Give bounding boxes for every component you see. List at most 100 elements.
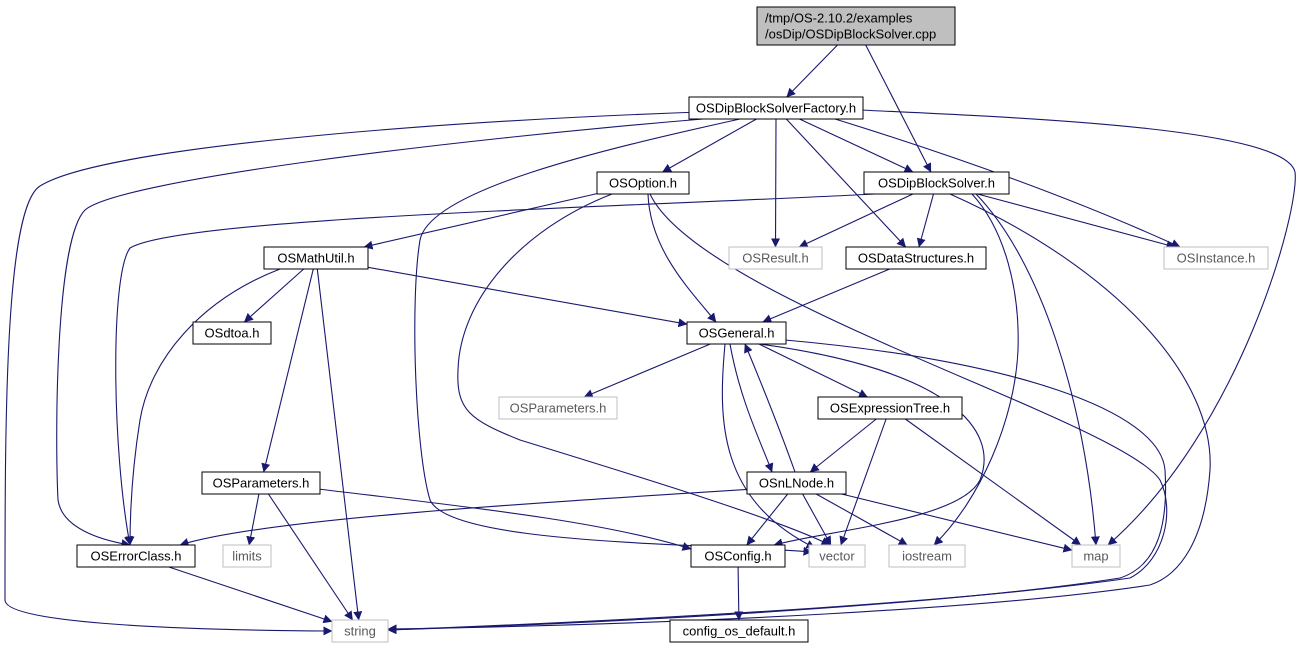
node-label: map (1083, 549, 1108, 564)
edge-general-to-config (759, 343, 985, 548)
node-label: OSInstance.h (1177, 251, 1256, 266)
edge-group (977, 193, 1176, 250)
node-option[interactable]: OSOption.h (596, 171, 690, 195)
edge-factory-to-dbsolver (799, 118, 914, 173)
node-exprtree[interactable]: OSExpressionTree.h (817, 396, 963, 420)
edge-exprtree-to-vector (839, 418, 887, 546)
edge-nlnode-to-vector (802, 493, 832, 546)
edge-params-to-limits (246, 493, 260, 546)
node-sdtoa[interactable]: OSdtoa.h (192, 321, 272, 345)
edge-group (179, 487, 771, 547)
edge-general-to-vector (721, 343, 816, 549)
edge-group (387, 193, 1211, 634)
edge-datastruct-to-general (762, 268, 890, 323)
node-label: OSResult.h (742, 251, 808, 266)
edge-group (759, 343, 985, 548)
node-label: config_os_default.h (683, 624, 796, 639)
edge-group (125, 268, 281, 546)
node-vector: vector (808, 544, 866, 568)
node-label: OSParameters.h (213, 476, 310, 491)
node-params[interactable]: OSParameters.h (201, 471, 321, 495)
node-label: OSdtoa.h (205, 326, 260, 341)
edge-group (771, 118, 781, 248)
node-label: OSDipBlockSolver.h (878, 176, 995, 191)
node-mathutil[interactable]: OSMathUtil.h (263, 246, 369, 270)
edge-root-to-factory (786, 44, 838, 98)
node-nlnode[interactable]: OSnLNode.h (746, 471, 847, 495)
edge-general-to-string (387, 339, 1167, 635)
edge-general-to-nlnode (729, 343, 774, 473)
node-factory[interactable]: OSDipBlockSolverFactory.h (688, 96, 864, 120)
edge-dbsolver-to-result (798, 193, 914, 248)
node-iostream: iostream (888, 544, 966, 568)
edge-group (56, 118, 704, 549)
edge-group (758, 343, 868, 398)
edge-option-to-vector (457, 193, 831, 546)
edge-group (647, 193, 717, 323)
edge-group (246, 493, 260, 546)
edge-group (859, 109, 1296, 546)
edge-group (261, 268, 314, 473)
edge-group (809, 418, 877, 473)
edge-factory-to-result (771, 118, 781, 248)
node-label: OSParameters.h (510, 401, 607, 416)
edge-general-to-exprtree (758, 343, 868, 398)
node-label: OSMathUtil.h (277, 251, 354, 266)
node-box (76, 544, 196, 568)
node-label: string (344, 624, 376, 639)
node-box (746, 471, 847, 495)
edge-factory-to-errorclass (56, 118, 704, 549)
edge-dbsolver-to-iostream (933, 193, 1019, 546)
edge-group (168, 566, 333, 624)
edge-group (243, 268, 305, 323)
node-errorclass[interactable]: OSErrorClass.h (76, 544, 196, 568)
node-datastruct[interactable]: OSDataStructures.h (845, 246, 987, 270)
edge-group (387, 339, 1167, 635)
node-box (888, 544, 966, 568)
edge-group (729, 343, 774, 473)
edge-group (662, 118, 757, 173)
node-box (1071, 544, 1121, 568)
node-box (263, 246, 369, 270)
node-config[interactable]: OSConfig.h (690, 544, 786, 568)
edge-general-to-params_ext (583, 343, 711, 398)
edge-config-to-configdefault (734, 566, 744, 621)
node-box (817, 396, 963, 420)
edge-dbsolver-to-datastruct (916, 193, 935, 248)
node-box (808, 544, 866, 568)
node-label: OSExpressionTree.h (830, 401, 950, 416)
edge-group (583, 343, 711, 398)
node-box (690, 544, 786, 568)
edge-params-to-string (267, 493, 354, 621)
edge-option-to-mathutil (363, 193, 598, 250)
edge-errorclass-to-string (168, 566, 333, 624)
edge-group (316, 268, 363, 621)
edge-group (916, 193, 935, 248)
node-map: map (1071, 544, 1121, 568)
edge-dbsolver-to-map (975, 193, 1100, 546)
node-configdefault[interactable]: config_os_default.h (669, 619, 809, 643)
edge-group (865, 44, 932, 173)
node-result: OSResult.h (728, 246, 823, 270)
edge-group (4, 111, 701, 636)
edge-nlnode-to-general (744, 343, 796, 473)
node-label: iostream (902, 549, 952, 564)
node-box (728, 246, 823, 270)
node-box (688, 96, 864, 120)
edge-group (744, 343, 796, 473)
node-box (1163, 246, 1269, 270)
edge-root-to-dbsolver (865, 44, 932, 173)
edge-group (457, 193, 831, 546)
node-root[interactable]: /tmp/OS-2.10.2/examples/osDip/OSDipBlock… (756, 6, 956, 46)
nodes-layer: /tmp/OS-2.10.2/examples/osDip/OSDipBlock… (76, 6, 1269, 643)
edge-option-to-general (647, 193, 717, 323)
node-label: OSConfig.h (704, 549, 771, 564)
node-label: /osDip/OSDipBlockSolver.cpp (765, 27, 936, 42)
node-dbsolver[interactable]: OSDipBlockSolver.h (863, 171, 1010, 195)
edge-group (762, 268, 890, 323)
node-box (686, 321, 787, 345)
edge-group (933, 193, 1019, 546)
node-general[interactable]: OSGeneral.h (686, 321, 787, 345)
edge-mathutil-to-general (367, 266, 688, 328)
